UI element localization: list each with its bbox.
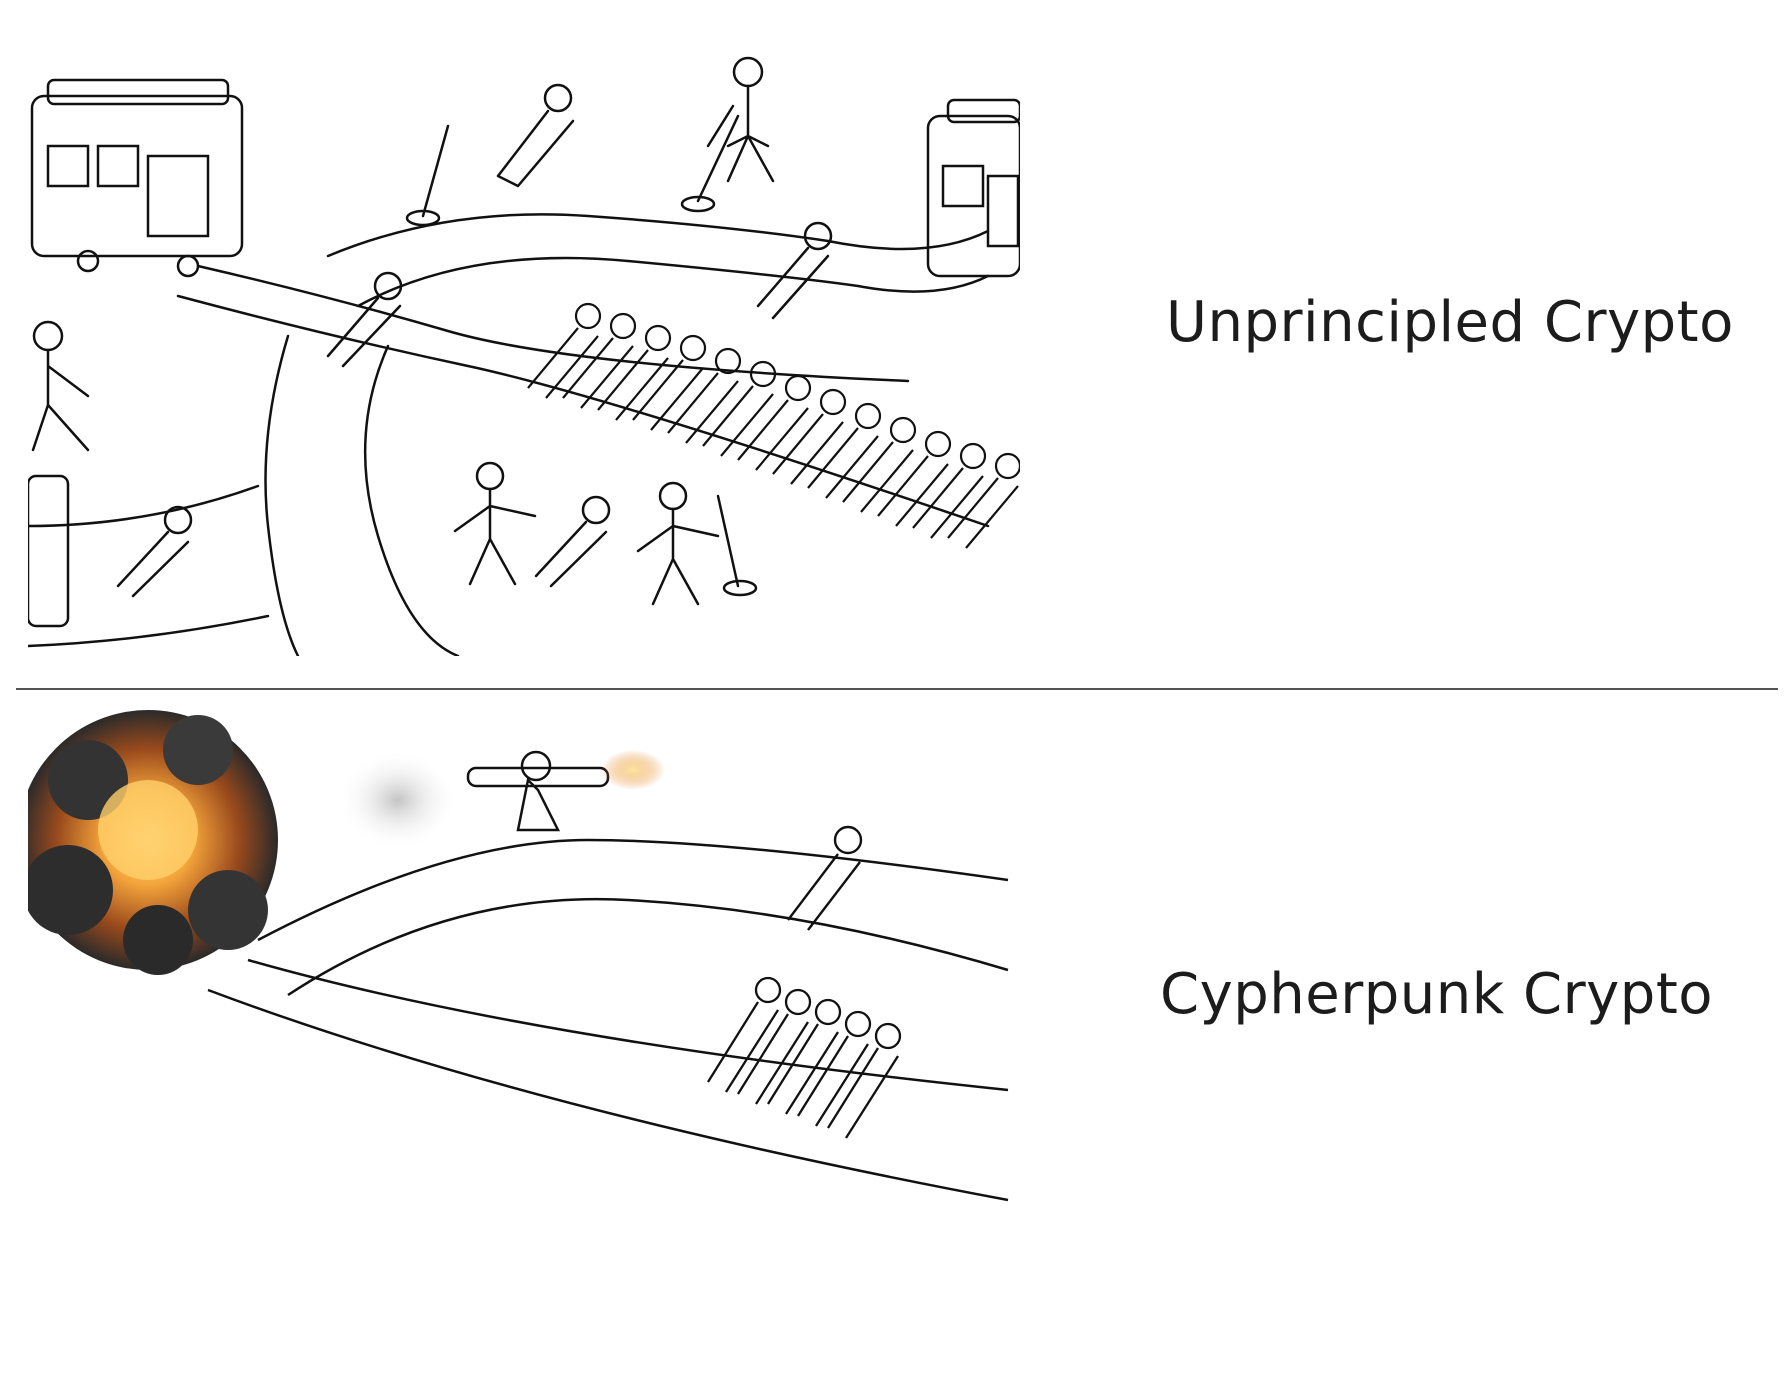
top-panel: Unprincipled Crypto bbox=[28, 56, 1734, 656]
panel-divider bbox=[16, 688, 1778, 690]
explosion-bazooka-trolley-drawing-icon bbox=[28, 710, 1009, 1202]
trolley-problem-drawing-icon bbox=[28, 56, 1020, 656]
bottom-panel: Cypherpunk Crypto bbox=[0, 690, 1792, 1376]
bazooka-explosion-illustration bbox=[28, 690, 1020, 1376]
trolley-problem-illustration bbox=[28, 56, 1020, 656]
bazooka-figure-icon bbox=[466, 750, 610, 832]
top-caption: Unprincipled Crypto bbox=[1166, 290, 1734, 355]
bottom-caption: Cypherpunk Crypto bbox=[1160, 962, 1714, 1027]
explosion-icon bbox=[28, 710, 278, 975]
